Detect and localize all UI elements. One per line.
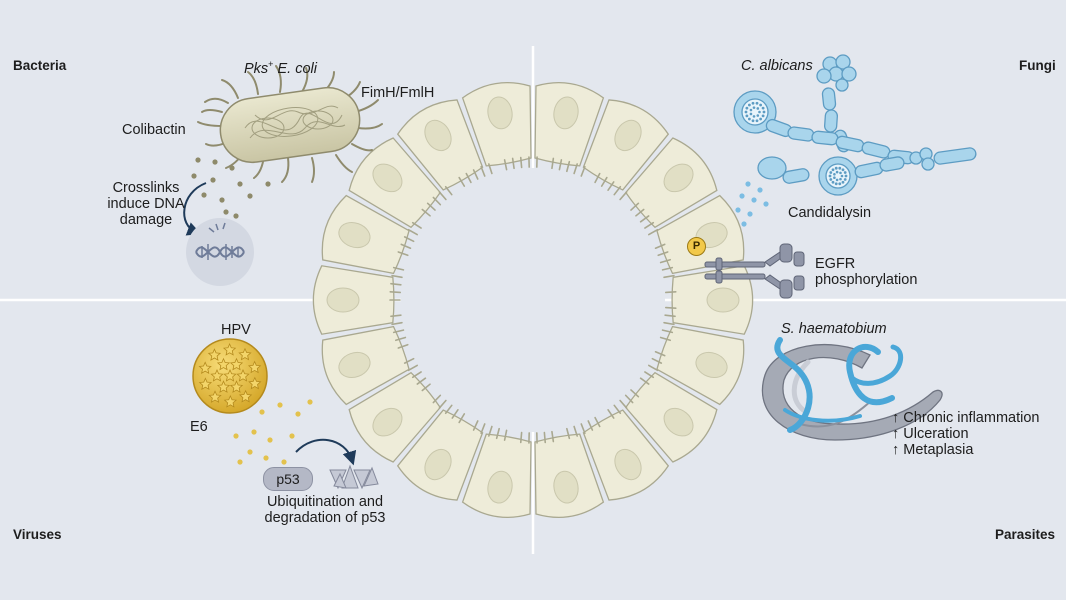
egfr-label: EGFR phosphorylation [815,256,917,288]
colibactin-particles [191,157,271,219]
yeast-hyphae-icon [733,54,977,196]
colibactin-label: Colibactin [122,122,186,138]
fungi-organism-label: C. albicans [741,58,813,74]
cell-nucleus [424,119,452,152]
corner-label-bacteria: Bacteria [13,58,67,73]
phosphate-badge: P [687,237,706,256]
cell-nucleus [372,163,403,193]
corner-label-viruses: Viruses [13,527,62,542]
dna-helix-icon [186,218,254,286]
cell-nucleus [614,119,642,152]
ubiquitination-line-2: degradation of p53 [264,510,386,526]
cell-nucleus [663,163,694,193]
cell-nucleus [326,287,360,313]
bacteria-organism-label: Pks+ E. coli [244,56,317,77]
hpv-virion-icon [192,338,268,414]
epithelial-ring-icon [312,81,754,519]
corner-label-fungi: Fungi [1019,58,1056,73]
cell-nucleus [372,407,403,437]
dna-damage-line-1: Crosslinks [112,180,180,196]
p53-badge: p53 [263,467,313,491]
parasite-effect-3: ↑ Metaplasia [892,442,974,458]
adhesin-label: FimH/FmlH [361,85,435,101]
parasite-effects-label: ↑ Chronic inflammation ↑ Ulceration ↑ Me… [892,410,1039,458]
parasite-organism-label: S. haematobium [781,321,887,337]
cell-nucleus [338,351,371,379]
cell-nucleus [553,96,579,130]
dna-damage-label: Crosslinks induce DNA damage [102,180,190,228]
candidalysin-label: Candidalysin [788,205,872,221]
corner-label-parasites: Parasites [995,527,1056,542]
cell-nucleus [553,470,579,504]
cell-nucleus [614,448,642,481]
crosslink-arrow [183,182,207,236]
cell-nucleus [487,96,513,130]
egfr-line-2: phosphorylation [815,272,918,288]
organism-superscript: + [268,59,274,69]
egfr-line-1: EGFR [815,256,856,272]
dna-damage-line-3: damage [119,212,173,228]
ubiquitination-line-1: Ubiquitination and [266,494,384,510]
candidalysin-particles [735,181,769,227]
spore-pattern [744,101,848,186]
ubiquitination-label: Ubiquitination and degradation of p53 [255,494,395,526]
cell-nucleus [424,448,452,481]
degraded-p53-icon [329,464,379,490]
cell-nucleus [695,351,728,379]
parasite-effect-2: ↑ Ulceration [892,426,969,442]
cell-nucleus [487,470,513,504]
egfr-receptor-icon [704,243,805,299]
parasite-effect-1: ↑ Chronic inflammation [892,410,1040,426]
hpv-label: HPV [221,322,251,338]
e6-label: E6 [190,419,208,435]
dna-damage-line-2: induce DNA [107,196,185,212]
cell-nucleus [338,221,371,249]
rod-bacterium-icon [197,65,383,183]
cell-nucleus [663,407,694,437]
e6-particles [233,399,313,465]
organism-name: E. coli [277,60,317,77]
schistosome-worm-icon [761,337,943,441]
cell-nucleus [706,287,740,313]
degradation-arrow [295,438,357,466]
organism-prefix: Pks [244,60,269,77]
